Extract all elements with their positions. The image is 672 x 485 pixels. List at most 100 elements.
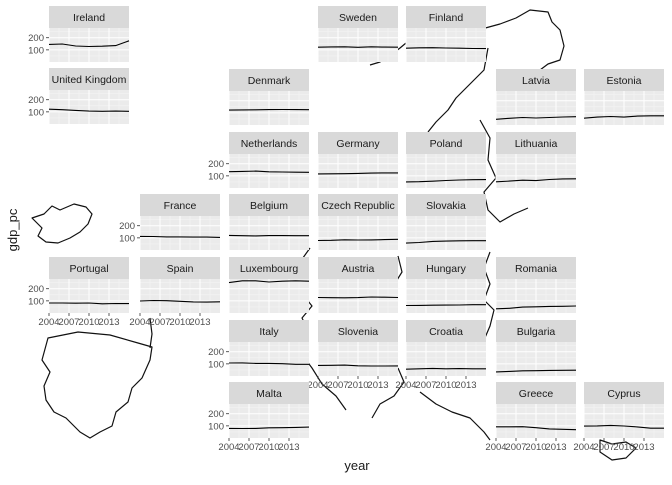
facet-panel-lithuania: Lithuania — [495, 132, 577, 188]
facet-strip — [140, 257, 220, 279]
facet-panel-austria: Austria — [317, 257, 399, 313]
y-tick-label: 200 — [28, 95, 44, 106]
facet-label: Spain — [167, 263, 194, 275]
facet-strip — [496, 132, 576, 154]
y-axis-title: gdp_pc — [5, 208, 20, 251]
y-tick-label: 200 — [208, 347, 224, 358]
facet-label: Italy — [259, 326, 279, 338]
facet-panel-latvia: Latvia — [495, 69, 577, 125]
x-tick-label: 2010 — [613, 442, 634, 453]
facet-label: Croatia — [429, 326, 463, 338]
facet-panel-sweden: Sweden — [317, 6, 399, 62]
series-line-croatia — [405, 367, 486, 370]
x-tick-label: 2004 — [307, 380, 328, 391]
x-tick-label: 2013 — [633, 442, 654, 453]
series-line-netherlands — [228, 170, 310, 173]
y-tick-label: 200 — [28, 284, 44, 295]
series-line-hungary — [405, 304, 486, 307]
series-line-denmark — [228, 108, 310, 111]
facet-strip — [496, 257, 576, 279]
facet-label: Latvia — [522, 75, 550, 87]
x-tick-label: 2004 — [129, 317, 150, 328]
facet-strip — [229, 194, 309, 216]
series-line-luxembourg — [228, 280, 310, 284]
facet-strip — [49, 257, 129, 279]
x-tick-label: 2013 — [98, 317, 119, 328]
series-line-ireland — [48, 40, 130, 48]
facet-strip — [584, 69, 664, 91]
facet-strip — [496, 320, 576, 342]
facet-strip — [406, 194, 486, 216]
facet-strip — [140, 194, 220, 216]
x-tick-label: 2007 — [505, 442, 526, 453]
facet-strip — [318, 6, 398, 28]
facet-label: Bulgaria — [517, 326, 556, 338]
x-tick-label: 2013 — [545, 442, 566, 453]
facet-strip — [318, 257, 398, 279]
facet-label: Malta — [256, 388, 282, 400]
facet-label: Greece — [519, 388, 554, 400]
facet-panel-denmark: Denmark — [228, 69, 310, 125]
y-tick-label: 200 — [208, 159, 224, 170]
series-line-poland — [405, 179, 487, 183]
y-tick-label: 100 — [208, 171, 224, 182]
series-line-slovenia — [317, 364, 399, 367]
map-scandinavia — [369, 9, 565, 133]
facet-strip — [229, 132, 309, 154]
x-tick-label: 2010 — [435, 380, 456, 391]
facet-panel-poland: Poland — [405, 132, 487, 188]
series-line-czech-republic — [317, 238, 399, 242]
series-line-romania — [495, 305, 577, 310]
x-tick-label: 2004 — [573, 442, 594, 453]
facet-label: Austria — [342, 263, 375, 275]
facet-strip — [406, 257, 486, 279]
facet-strip — [318, 320, 398, 342]
x-tick-label: 2004 — [218, 442, 239, 453]
series-line-greece — [496, 426, 577, 431]
x-tick-label: 2007 — [238, 442, 259, 453]
facet-strip — [229, 320, 309, 342]
facet-strip — [229, 69, 309, 91]
series-line-united-kingdom — [48, 108, 130, 112]
series-line-spain — [139, 299, 221, 303]
facet-strip — [584, 382, 664, 404]
facet-panel-finland: Finland — [405, 6, 487, 62]
series-line-belgium — [228, 234, 309, 237]
x-tick-label: 2013 — [455, 380, 476, 391]
x-tick-label: 2013 — [189, 317, 210, 328]
facet-label: Romania — [515, 263, 557, 275]
facet-label: Czech Republic — [321, 200, 395, 212]
x-tick-label: 2007 — [327, 380, 348, 391]
facet-panel-slovakia: Slovakia — [405, 194, 486, 250]
facet-label: Belgium — [250, 200, 288, 212]
x-tick-label: 2004 — [395, 380, 416, 391]
facet-strip — [318, 132, 398, 154]
facet-label: Luxembourg — [240, 263, 299, 275]
facet-strip — [496, 382, 576, 404]
facet-strip — [318, 194, 398, 216]
facet-strip — [49, 68, 129, 90]
series-line-lithuania — [495, 178, 577, 183]
facet-panel-czech-republic: Czech Republic — [317, 194, 399, 250]
x-tick-label: 2010 — [78, 317, 99, 328]
facet-panel-hungary: Hungary — [405, 257, 486, 313]
x-tick-label: 2004 — [38, 317, 59, 328]
x-tick-label: 2010 — [347, 380, 368, 391]
y-tick-label: 100 — [28, 296, 44, 307]
series-line-finland — [405, 47, 487, 50]
facet-strip — [406, 320, 486, 342]
facet-label: United Kingdom — [52, 74, 127, 86]
facet-label: Germany — [336, 138, 380, 150]
facet-label: Hungary — [426, 263, 466, 275]
x-tick-label: 2007 — [149, 317, 170, 328]
